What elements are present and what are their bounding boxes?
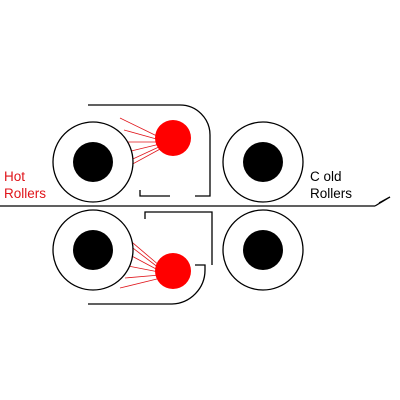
- hot-roller-icon: [52, 121, 134, 203]
- hot-roller-icon: [52, 209, 134, 291]
- cold-rollers-label-line1: C old: [310, 169, 342, 184]
- cold-roller-icon: [222, 209, 304, 291]
- arrow-right-icon: [374, 196, 391, 207]
- upper-heater-shroud: [88, 104, 211, 197]
- cold-rollers-label-line2: Rollers: [310, 186, 352, 201]
- lower-heater-shroud: [88, 211, 213, 305]
- hot-rollers-label-line2: Rollers: [4, 186, 46, 201]
- heater-icon: [155, 253, 191, 289]
- cold-roller-icon: [222, 121, 304, 203]
- hot-rollers-label-line1: Hot: [4, 169, 25, 184]
- heater-icon: [155, 120, 191, 156]
